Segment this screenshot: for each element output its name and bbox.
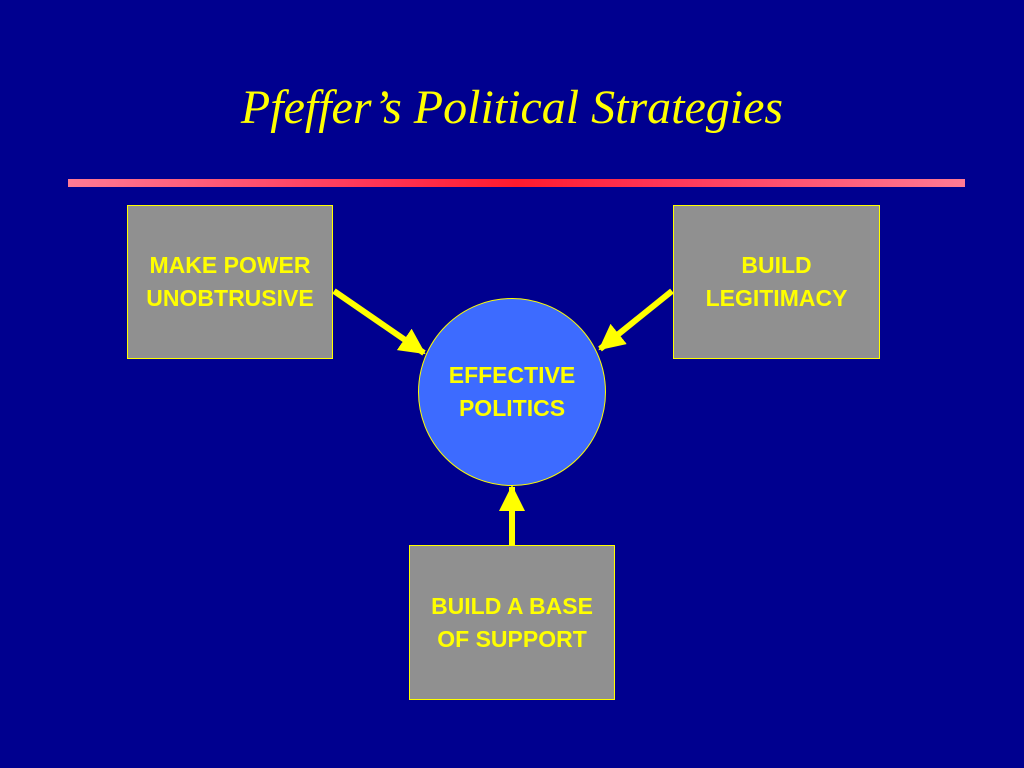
arrow-make-power-to-hub [332, 288, 426, 356]
node-label-line1: BUILD [741, 252, 812, 278]
node-label-line1: BUILD A BASE [431, 592, 593, 619]
node-label-line2: LEGITIMACY [705, 285, 848, 311]
slide-title: Pfeffer’s Political Strategies [240, 81, 784, 134]
node-label-line2: OF SUPPORT [437, 625, 587, 652]
node-build-legitimacy: BUILD LEGITIMACY [673, 205, 880, 359]
node-build-base-of-support: BUILD A BASE OF SUPPORT [409, 545, 615, 700]
node-label-line1: MAKE POWER [149, 252, 311, 278]
hub-effective-politics: EFFECTIVE POLITICS [418, 298, 606, 486]
node-label-line2: UNOBTRUSIVE [146, 285, 314, 311]
arrow-legitimacy-to-hub [598, 288, 674, 352]
node-make-power-unobtrusive: MAKE POWER UNOBTRUSIVE [127, 205, 333, 359]
hub-label-line2: POLITICS [458, 395, 566, 421]
hub-label-line1: EFFECTIVE [448, 362, 576, 388]
title-divider [68, 179, 965, 187]
